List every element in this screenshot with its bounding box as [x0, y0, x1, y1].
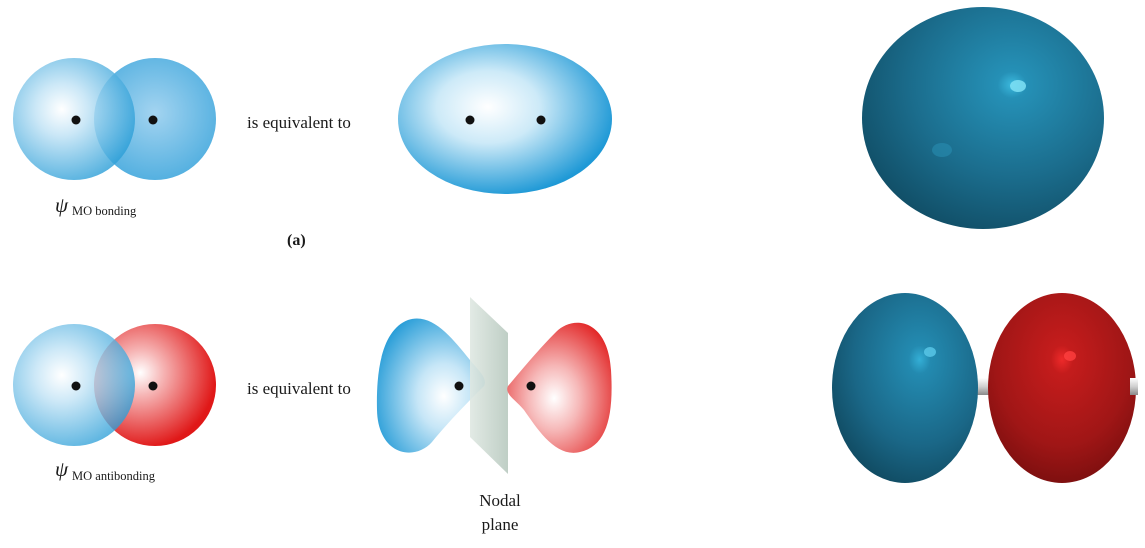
bonding-3d-model	[862, 7, 1104, 229]
antibonding-3d-red-lobe	[988, 293, 1136, 483]
bonding-overlap-drawing	[13, 58, 216, 180]
sphere-highlight	[1010, 80, 1026, 92]
antibonding-3d-blue-lobe	[832, 293, 978, 483]
nucleus-dot	[526, 381, 536, 391]
blue-lobe-highlight	[924, 347, 936, 357]
nucleus-dot	[148, 381, 158, 391]
nodal-plane-label-line1: Nodal	[479, 491, 521, 510]
rod-stub-right	[1130, 378, 1138, 395]
nucleus-dot	[454, 381, 464, 391]
antibonding-psi-symbol: ψ	[55, 457, 69, 481]
sphere-soft-highlight	[932, 143, 952, 157]
equivalence-text-antibonding: is equivalent to	[247, 379, 351, 398]
nodal-plane-label-line2: plane	[482, 515, 519, 534]
antibonding-psi-subscript: MO antibonding	[72, 469, 156, 483]
part-label-a: (a)	[287, 232, 306, 249]
nucleus-dot	[148, 115, 158, 125]
bonding-mo-ellipse	[398, 44, 612, 194]
antibonding-3d-model	[832, 293, 1138, 483]
bonding-psi-subscript: MO bonding	[72, 204, 137, 218]
antibonding-overlap-drawing	[13, 324, 216, 446]
nucleus-dot	[71, 381, 81, 391]
red-lobe-highlight	[1064, 351, 1076, 361]
antibonding-mo-lobes	[376, 297, 612, 474]
negative-lobe	[507, 322, 612, 453]
nucleus-dot	[71, 115, 81, 125]
bonding-ellipse-shape	[398, 44, 612, 194]
nodal-plane	[470, 297, 508, 474]
nucleus-dot	[465, 115, 475, 125]
positive-lobe	[376, 318, 485, 453]
nucleus-dot	[536, 115, 546, 125]
bonding-3d-sphere	[862, 7, 1104, 229]
equivalence-text-bonding: is equivalent to	[247, 113, 351, 132]
bonding-psi-symbol: ψ	[55, 193, 69, 217]
